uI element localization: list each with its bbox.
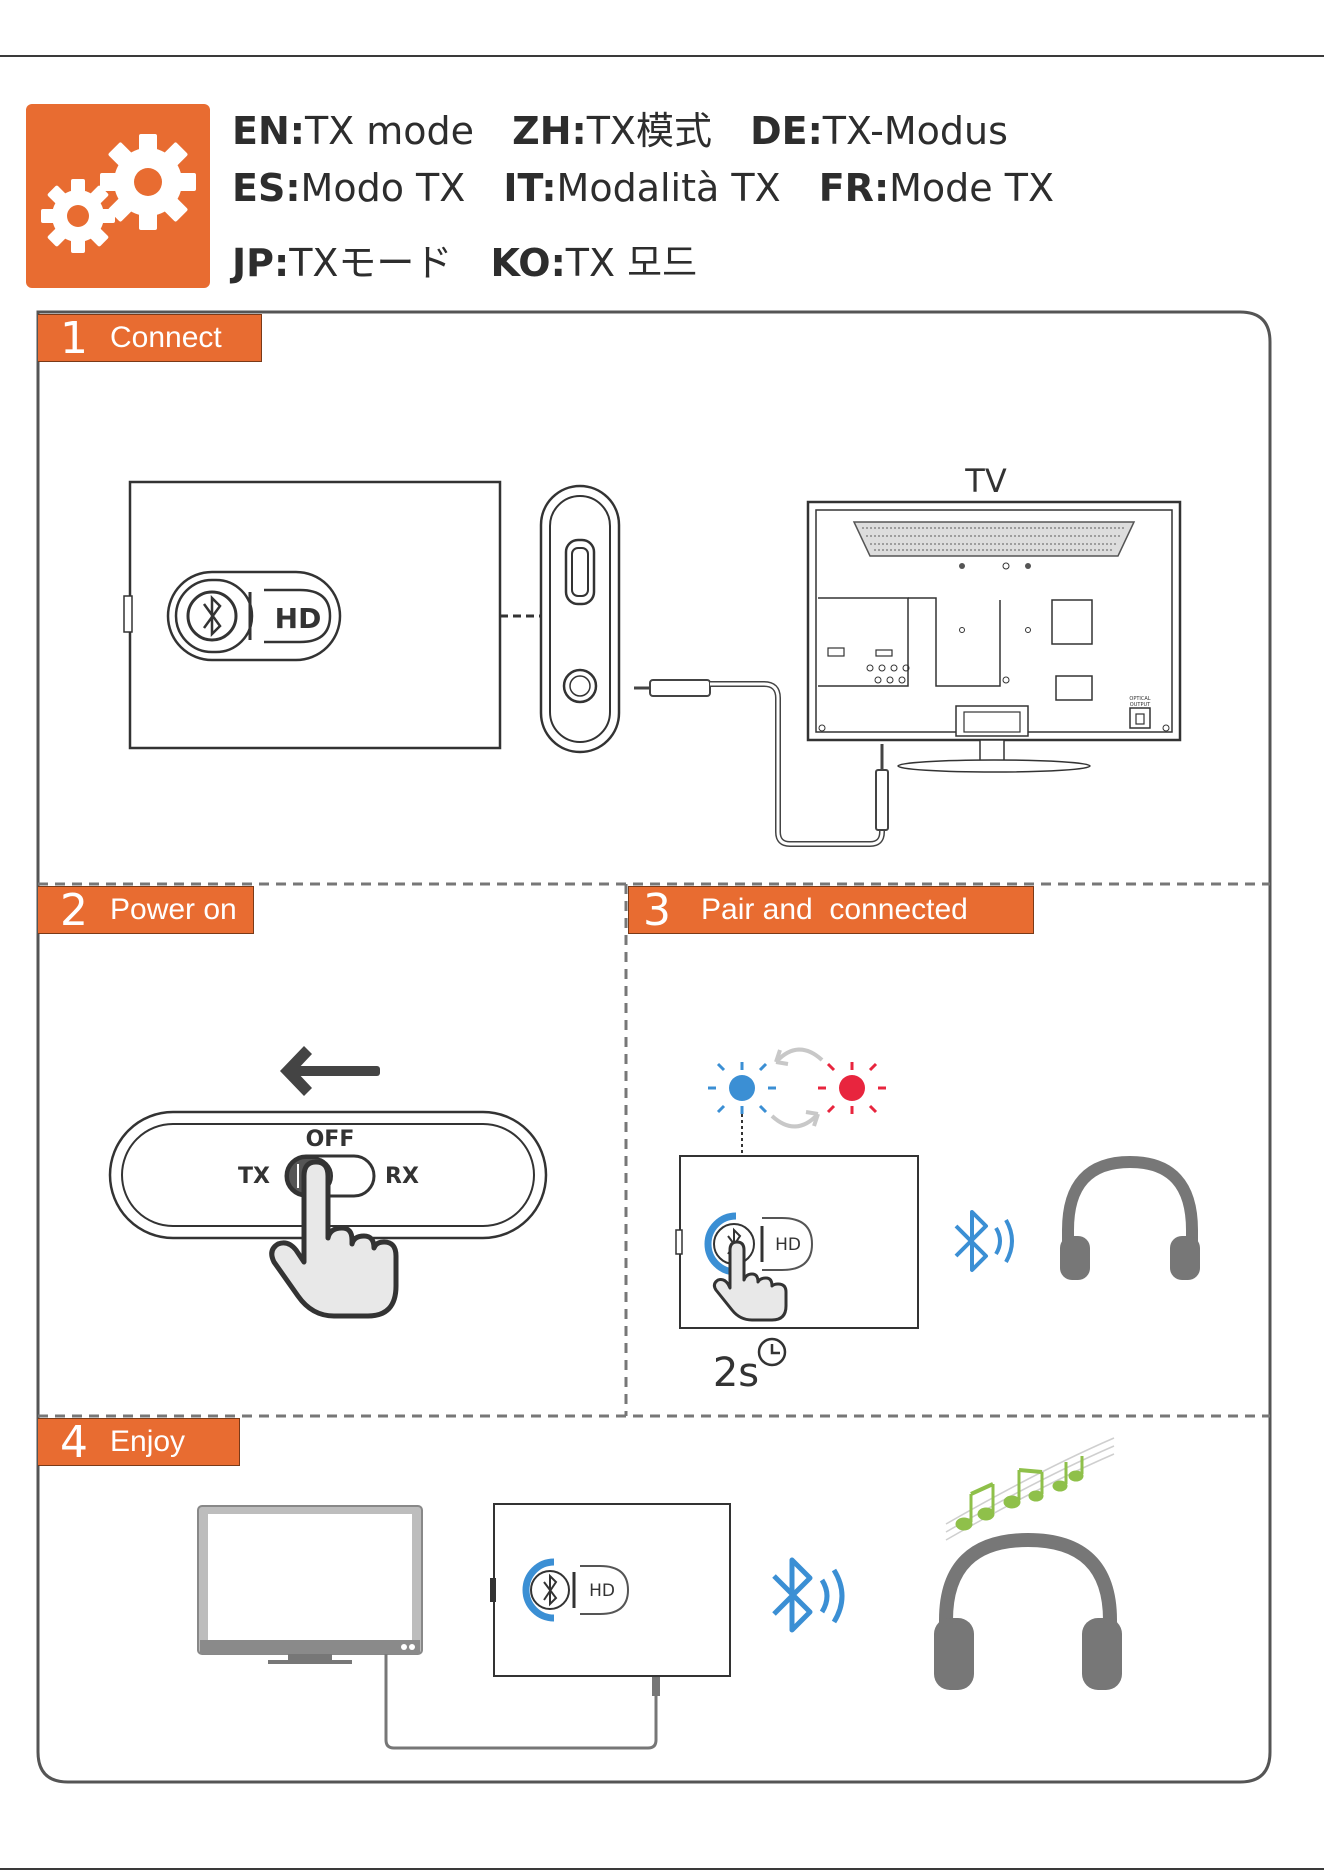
- hd-button-label: HD: [589, 1581, 615, 1601]
- led-blue-icon: [708, 1062, 776, 1114]
- step2-arrow-left-icon: [280, 1046, 380, 1096]
- step1-transmitter-device: HD: [124, 482, 500, 748]
- step4-headphones-icon: [934, 1540, 1122, 1690]
- step-4-tab: 4 Enjoy: [38, 1418, 240, 1466]
- clock-icon: [759, 1339, 785, 1365]
- tv-label: TV: [964, 462, 1007, 500]
- led-red-icon: [818, 1062, 886, 1114]
- switch-rx-label: RX: [385, 1164, 419, 1189]
- music-notes-icon: [946, 1438, 1114, 1540]
- step-2-label: Power on: [110, 893, 237, 927]
- step3-transmitter-device: HD: [676, 1156, 918, 1328]
- switch-tx-label: TX: [238, 1164, 270, 1189]
- switch-off-label: OFF: [306, 1127, 355, 1152]
- step-1-label: Connect: [110, 321, 222, 355]
- step-1-tab: 1 Connect: [38, 314, 262, 362]
- step4-tv-front: [198, 1506, 422, 1664]
- step-3-tab: 3 Pair and connected: [628, 886, 1034, 934]
- step-2-tab: 2 Power on: [38, 886, 254, 934]
- hd-button-label: HD: [275, 602, 322, 635]
- step4-bluetooth-signal-icon: [774, 1560, 842, 1630]
- step3-bluetooth-signal-icon: [956, 1212, 1012, 1270]
- step1-device-side-view: [541, 486, 619, 752]
- step-3-label: Pair and connected: [701, 893, 968, 927]
- alternate-arrows-icon: [772, 1049, 822, 1126]
- optical-label-2: OUTPUT: [1130, 702, 1151, 708]
- step3-headphones-icon: [1060, 1162, 1200, 1280]
- step-3-number: 3: [643, 885, 671, 936]
- step-4-number: 4: [60, 1417, 88, 1468]
- tv-back-view: OPTICAL OUTPUT: [808, 502, 1180, 772]
- step-2-number: 2: [60, 885, 88, 936]
- step-4-label: Enjoy: [110, 1425, 185, 1459]
- step-1-number: 1: [60, 313, 88, 364]
- hd-button-label: HD: [775, 1235, 801, 1255]
- hold-time-label: 2s: [713, 1350, 759, 1396]
- step4-transmitter-device: HD: [490, 1504, 730, 1676]
